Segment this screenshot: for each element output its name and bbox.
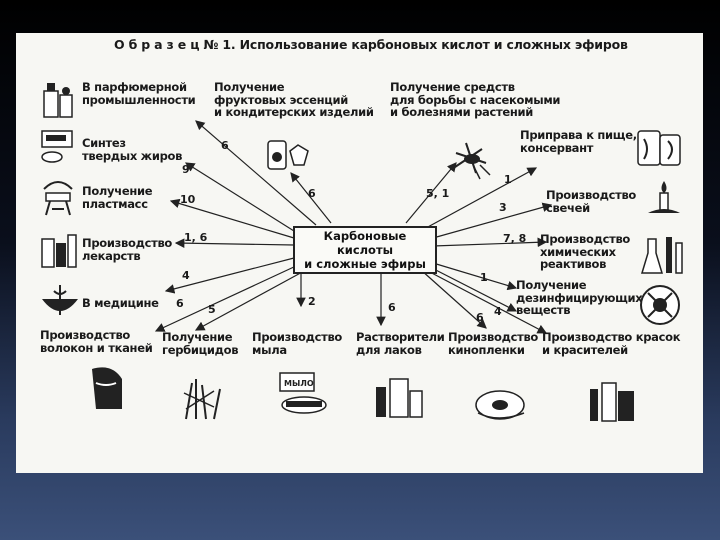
label-drugs: Производство лекарств	[82, 237, 172, 262]
num-soap: 2	[308, 295, 316, 308]
preserved-jars-icon	[634, 125, 684, 169]
num-disinfect: 1	[480, 271, 488, 284]
label-fibers: Производство волокон и тканей	[40, 329, 152, 354]
medicine-bottles-icon	[38, 229, 82, 271]
num-medicine: 4	[182, 269, 190, 282]
num-solvents: 6	[388, 301, 396, 314]
num-herbicides: 5	[208, 303, 216, 316]
perfume-bottle-icon	[38, 73, 78, 121]
plastic-chair-icon	[38, 175, 80, 219]
label-solid-fats: Синтез твердых жиров	[82, 137, 182, 162]
insect-spray-icon	[446, 133, 498, 183]
label-perfume: В парфюмерной промышленности	[82, 81, 195, 106]
lab-flasks-icon	[640, 233, 686, 279]
soap-bar-icon: МЫЛО	[276, 369, 332, 419]
label-disinfectants: Получение дезинфицирующих веществ	[516, 279, 642, 317]
num-plastics: 10	[180, 193, 195, 206]
arrow-reagents	[433, 242, 546, 246]
label-seasoning: Приправа к пище, консервант	[520, 129, 637, 154]
herbicide-plants-icon	[176, 373, 226, 423]
label-film: Производство кинопленки	[448, 331, 538, 356]
varnish-cans-icon	[372, 369, 428, 421]
num-film: 6	[476, 311, 484, 324]
label-candles: Производство свечей	[546, 189, 636, 214]
paint-cans-icon	[586, 373, 638, 425]
arrow-candles	[433, 205, 551, 238]
num-fruit-2: 6	[308, 187, 316, 200]
diagram-sheet: О б р а з е ц № 1. Использование карбоно…	[16, 33, 703, 473]
medical-bowl-icon	[38, 283, 82, 323]
label-solvents: Растворители для лаков	[356, 331, 444, 356]
label-plastics: Получение пластмасс	[82, 185, 152, 210]
label-paints: Производство красок и красителей	[542, 331, 680, 356]
label-insecticides: Получение средств для борьбы с насекомым…	[390, 81, 560, 119]
num-drugs: 1, 6	[184, 231, 207, 244]
label-medicine: В медицине	[82, 297, 159, 310]
arrow-fats	[186, 163, 294, 231]
candy-jar-icon	[264, 133, 312, 173]
label-soap: Производство мыла	[252, 331, 342, 356]
num-fruit: 6	[221, 139, 229, 152]
num-reagents: 7, 8	[503, 232, 526, 245]
label-fruit-essences: Получение фруктовых эссенций и кондитерс…	[214, 81, 374, 119]
num-paints: 4	[494, 305, 502, 318]
num-candles: 3	[499, 201, 507, 214]
label-herbicides: Получение гербицидов	[162, 331, 238, 356]
center-node: Карбоновые кислоты и сложные эфиры	[293, 226, 437, 274]
margarine-box-icon	[38, 127, 80, 167]
num-fibers: 6	[176, 297, 184, 310]
label-reagents: Производство химических реактивов	[540, 233, 630, 271]
num-seasoning: 1	[504, 173, 512, 186]
candle-icon	[644, 179, 684, 223]
num-fats: 9	[182, 163, 190, 176]
soap-label: МЫЛО	[284, 379, 314, 388]
arrow-disinfect-2	[426, 265, 516, 311]
film-reel-icon	[472, 383, 532, 423]
fabric-head-icon	[82, 363, 132, 419]
disinfect-circle-icon	[638, 283, 686, 327]
num-insects: 5, 1	[426, 187, 449, 200]
